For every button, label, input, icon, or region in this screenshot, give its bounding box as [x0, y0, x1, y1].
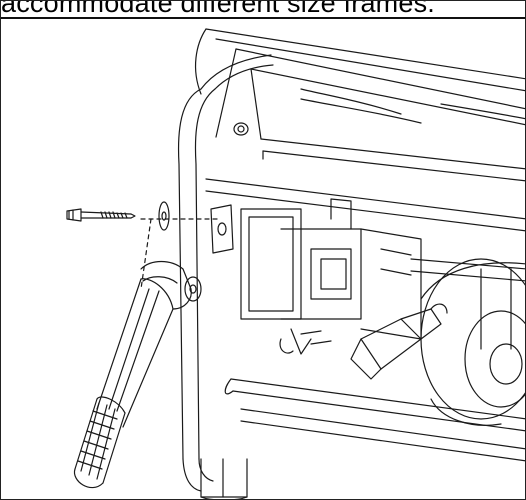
frame-foot	[200, 458, 248, 499]
handle-tube	[96, 278, 174, 428]
frame-side-panel	[410, 258, 525, 350]
handle-grip	[73, 396, 126, 489]
frame-tube	[177, 54, 525, 492]
caption-underline	[1, 17, 525, 19]
assembly-drawing	[66, 28, 525, 499]
assembly-illustration	[1, 19, 525, 499]
alignment-line	[140, 218, 222, 290]
handle-bracket	[140, 260, 202, 310]
caption-text: accommodate different size frames.	[1, 0, 435, 17]
engine-block	[240, 198, 422, 355]
washer	[158, 201, 170, 231]
mounting-plate	[210, 204, 234, 254]
handle-bolt	[66, 208, 136, 222]
recoil-starter	[350, 258, 525, 426]
generator-body	[195, 28, 525, 182]
